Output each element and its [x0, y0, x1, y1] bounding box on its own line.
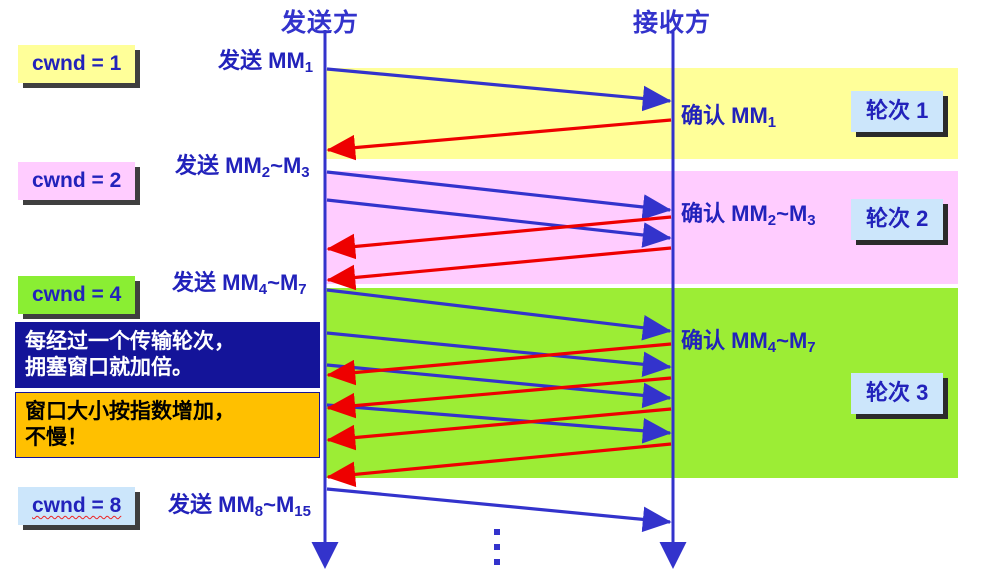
send-label-round-1: 发送 MM1 — [218, 48, 313, 75]
m-glyph-3a: M — [240, 270, 259, 295]
ack-m-1: M — [749, 103, 768, 128]
ack-sub-3a: 4 — [767, 338, 777, 356]
m-glyph-3b: M — [279, 270, 299, 295]
ack-sub-2b: 3 — [807, 211, 816, 229]
ack-m-2a: M — [749, 201, 768, 226]
vertical-ellipsis-icon — [494, 529, 500, 565]
send-label-text-2: 发送 M — [175, 153, 244, 178]
m-glyph-1: M — [286, 48, 305, 73]
ack-sub-3b: 7 — [807, 338, 816, 356]
ellipsis-dot-3 — [494, 559, 500, 565]
note-exponential: 窗口大小按指数增加， 不慢！ — [15, 392, 320, 459]
send-sub-3b: 7 — [298, 280, 307, 298]
send-sub-3a: 4 — [258, 280, 268, 298]
cwnd-chip-4[interactable]: cwnd = 4 — [18, 276, 136, 314]
round-chip-2[interactable]: 轮次 2 — [851, 199, 944, 240]
tilde-4: ~ — [263, 492, 276, 517]
cwnd-chip-8[interactable]: cwnd = 8 — [18, 487, 136, 525]
tilde-3: ~ — [267, 270, 280, 295]
ellipsis-dot-2 — [494, 544, 500, 550]
ack-label-text-1: 确认 M — [681, 103, 750, 128]
send-label-text-4: 发送 M — [168, 492, 237, 517]
ack-label-text-2: 确认 M — [681, 201, 750, 226]
ack-label-text-3: 确认 M — [681, 328, 750, 353]
note-doubling: 每经过一个传输轮次， 拥塞窗口就加倍。 — [15, 322, 320, 389]
send-label-round-2: 发送 MM2~M3 — [175, 153, 310, 180]
send-sub-2a: 2 — [261, 163, 271, 181]
ellipsis-dot-1 — [494, 529, 500, 535]
cwnd-chip-2[interactable]: cwnd = 2 — [18, 162, 136, 200]
ack-label-round-2: 确认 MM2~M3 — [681, 201, 816, 228]
round-chip-1[interactable]: 轮次 1 — [851, 91, 944, 132]
send-label-text-1: 发送 M — [218, 48, 287, 73]
ack-sub-1: 1 — [767, 113, 777, 131]
ack-tilde-2: ~ — [776, 201, 789, 226]
round-chip-3[interactable]: 轮次 3 — [851, 373, 944, 414]
ack-m-3a: M — [749, 328, 768, 353]
send-sub-2b: 3 — [301, 163, 310, 181]
send-sub-4b: 15 — [294, 502, 311, 520]
send-label-round-4: 发送 MM8~M15 — [168, 492, 311, 519]
ack-m-3b: M — [788, 328, 808, 353]
send-sub-1: 1 — [304, 58, 314, 76]
m-glyph-4b: M — [275, 492, 295, 517]
send-label-text-3: 发送 M — [172, 270, 241, 295]
cwnd-chip-1[interactable]: cwnd = 1 — [18, 45, 136, 83]
ack-tilde-3: ~ — [776, 328, 789, 353]
ack-m-2b: M — [788, 201, 808, 226]
tilde-2: ~ — [270, 153, 283, 178]
sender-column-heading: 发送方 — [281, 9, 360, 37]
receiver-column-heading: 接收方 — [633, 9, 712, 37]
send-sub-4a: 8 — [254, 502, 264, 520]
send-label-round-3: 发送 MM4~M7 — [172, 270, 307, 297]
ack-sub-2a: 2 — [767, 211, 777, 229]
m-glyph-2a: M — [243, 153, 262, 178]
m-glyph-4a: M — [236, 492, 255, 517]
m-glyph-2b: M — [282, 153, 302, 178]
ack-label-round-1: 确认 MM1 — [681, 103, 776, 130]
ack-label-round-3: 确认 MM4~M7 — [681, 328, 816, 355]
